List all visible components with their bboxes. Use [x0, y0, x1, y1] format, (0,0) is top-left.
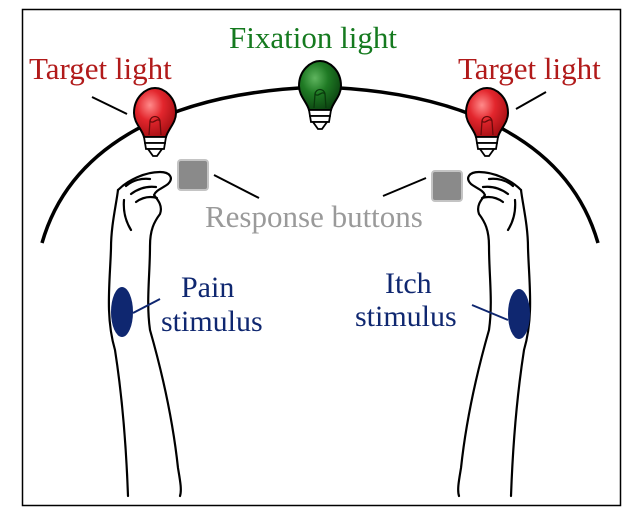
itch-stimulus-leader — [471, 304, 509, 321]
left-response-button — [177, 159, 209, 191]
fixation-bulb-icon — [297, 59, 343, 130]
left-button-leader — [213, 174, 260, 199]
pain-stimulus-label-line2: stimulus — [161, 305, 263, 338]
left-target-leader — [91, 96, 128, 115]
left-target-bulb-icon — [132, 86, 178, 157]
right-target-light-label: Target light — [458, 51, 601, 86]
itch-stimulus-label-line1: Itch — [385, 267, 432, 300]
response-buttons-label: Response buttons — [205, 199, 423, 234]
itch-stimulus-site — [508, 289, 530, 339]
pain-stimulus-leader — [132, 298, 161, 314]
right-button-leader — [382, 177, 427, 197]
right-response-button — [431, 170, 463, 202]
right-target-leader — [515, 91, 547, 110]
pain-stimulus-site — [111, 287, 133, 337]
pain-stimulus-label-line1: Pain — [181, 271, 235, 304]
itch-stimulus-label-line2: stimulus — [355, 300, 457, 333]
left-target-light-label: Target light — [29, 51, 172, 86]
right-target-bulb-icon — [464, 86, 510, 157]
left-arm — [107, 170, 182, 498]
fixation-light-label: Fixation light — [229, 20, 397, 55]
